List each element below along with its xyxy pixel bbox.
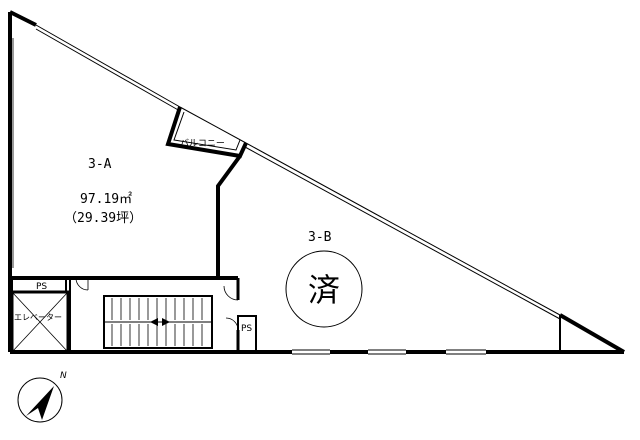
ps-top-label: PS <box>36 282 47 292</box>
compass-north-label: N <box>60 371 67 381</box>
balcony <box>165 106 248 159</box>
unit-3b-status: 済 <box>308 271 340 309</box>
diagonal-window-lower <box>244 142 561 320</box>
building-core <box>10 276 257 354</box>
balcony-label: バルコニー <box>180 138 225 149</box>
north-arrow-icon <box>26 386 54 420</box>
stair-direction-arrows-icon <box>150 318 170 326</box>
unit-3a-label: 3-A <box>88 157 112 172</box>
compass: N <box>17 371 67 423</box>
stair-treads <box>111 298 203 346</box>
sold-status-circle <box>285 250 363 328</box>
elevator-label: エレベーター <box>14 313 62 322</box>
top-corner-wall <box>9 10 37 27</box>
bottom-exterior-wall <box>10 349 624 355</box>
unit-3a-area-m2: 97.19㎡ <box>80 192 132 207</box>
ps-right-label: PS <box>241 324 252 334</box>
unit-3b-label: 3-B <box>308 230 332 245</box>
diagonal-window-upper <box>35 24 181 112</box>
diagonal-end-wall <box>558 313 626 354</box>
unit-3a-area-tsubo: （29.39坪） <box>64 211 142 226</box>
unit-partition-wall <box>216 154 242 278</box>
